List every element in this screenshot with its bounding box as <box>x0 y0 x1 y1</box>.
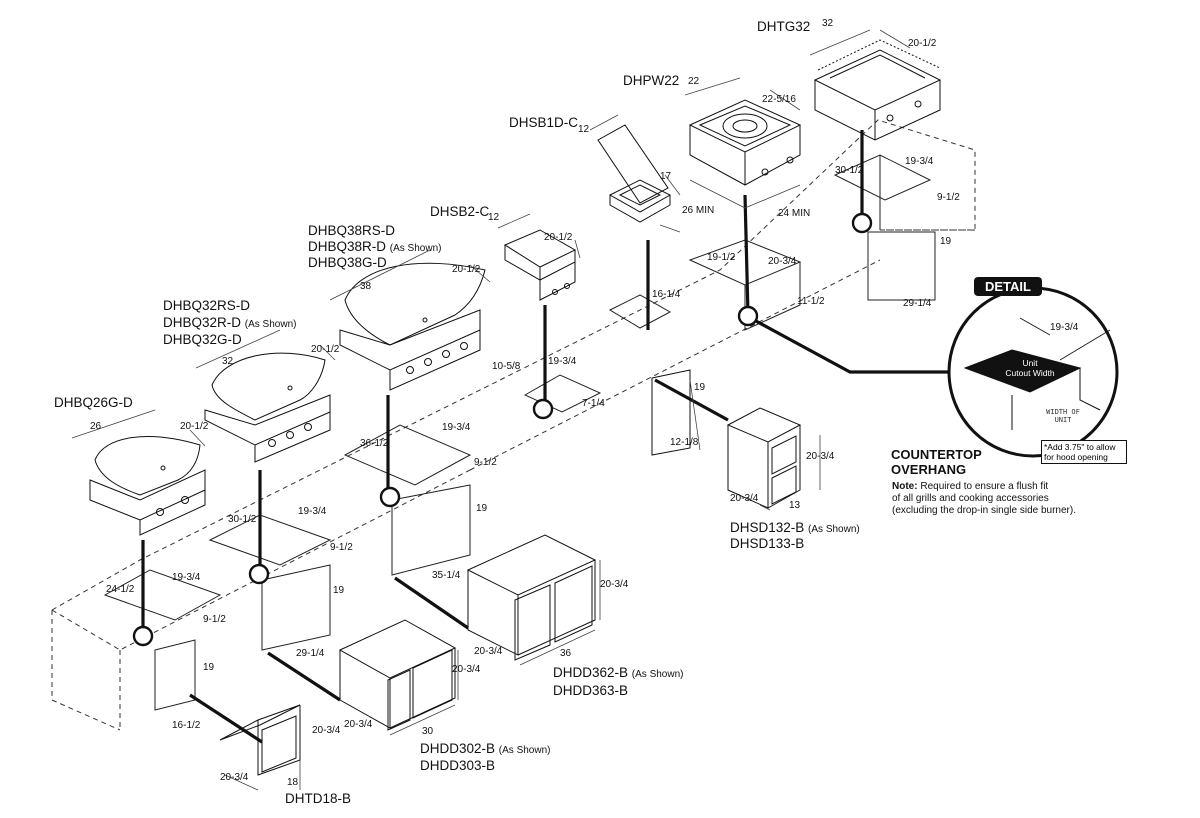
dim-label: 13 <box>789 500 801 511</box>
dim-label: 19 <box>940 236 952 247</box>
dim-label: 19 <box>476 503 488 514</box>
dim-label: 7-1/4 <box>582 398 605 409</box>
dim-label: 20-3/4 <box>312 725 341 736</box>
dim-label: 19-1/2 <box>707 252 736 263</box>
dim-label: 9-1/2 <box>203 614 226 625</box>
dim-label: 36-1/2 <box>360 438 389 449</box>
dim-label: 20-1/2 <box>311 344 340 355</box>
dim-label: 20-3/4 <box>730 493 759 504</box>
dim-label: 19-3/4 <box>442 422 471 433</box>
dim-label: 29-1/4 <box>903 298 932 309</box>
dim-label: 12 <box>578 124 590 135</box>
model-label-dhsb1d: DHSB1D-C <box>509 115 579 130</box>
model-label-dhbq38g: DHBQ38G-D <box>308 255 387 270</box>
dim-label: 38 <box>360 281 372 292</box>
dim-label: 32 <box>222 356 234 367</box>
dim-label: 11-1/2 <box>797 296 825 307</box>
dim-label: 20-3/4 <box>344 719 373 730</box>
model-label-dhdd363: DHDD363-B <box>553 683 629 698</box>
dim-label: 29-1/4 <box>296 648 325 659</box>
dim-label: 35-1/4 <box>432 570 461 581</box>
model-label-dhbq26g: DHBQ26G-D <box>54 395 133 410</box>
dim-label: 19-3/4 <box>172 572 201 583</box>
model-label-dhbq38r: DHBQ38R-D (As Shown) <box>308 239 442 254</box>
dim-label: 10-5/8 <box>492 361 521 372</box>
dim-label: 17 <box>660 171 672 182</box>
dim-label: 24 MIN <box>778 208 811 219</box>
dim-label: 16-1/2 <box>172 720 201 731</box>
model-label-dhbq32rs: DHBQ32RS-D <box>163 298 251 313</box>
dim-label: 19-3/4 <box>548 356 577 367</box>
trash-drawer-dhtd18 <box>219 704 301 776</box>
dimension-lines <box>71 29 911 791</box>
dim-label: 30-1/2 <box>228 514 257 525</box>
dim-label: 19 <box>694 382 706 393</box>
connector-lines <box>141 130 950 744</box>
dim-label: 20-3/4 <box>768 256 797 267</box>
door-drawer-dhdd302 <box>338 619 457 731</box>
dim-label: 26 <box>90 421 102 432</box>
dim-label: 19 <box>333 585 345 596</box>
dim-label: 19-3/4 <box>1050 322 1079 333</box>
dim-label: 20-1/2 <box>908 38 937 49</box>
overhang-note: Note: Required to ensure a flush fit of … <box>892 481 1076 516</box>
grill-dhbq38 <box>339 262 486 391</box>
detail-tag: DETAIL <box>974 277 1042 296</box>
power-burner-dhpw22 <box>688 99 802 186</box>
dim-label: 22 <box>688 76 700 87</box>
side-burner-dhsb2 <box>503 229 577 301</box>
grill-dhbq32 <box>204 352 331 463</box>
grill-dhbq26 <box>89 436 206 536</box>
dim-label: 20-3/4 <box>220 772 249 783</box>
side-burner-dhsb1d <box>597 124 672 223</box>
model-label-dhdd303: DHDD303-B <box>420 758 496 773</box>
griddle-dhtg32 <box>813 39 942 141</box>
dim-label: 20-1/2 <box>452 264 481 275</box>
dim-label: 20-3/4 <box>600 579 629 590</box>
model-label-dhtg32: DHTG32 <box>757 19 811 34</box>
dim-label: 26 MIN <box>682 205 715 216</box>
dim-label: 20-1/2 <box>544 232 573 243</box>
dim-label: 22-5/16 <box>762 94 796 105</box>
dim-label: 19 <box>203 662 215 673</box>
model-label-dhpw22: DHPW22 <box>623 73 680 88</box>
dim-label: 9-1/2 <box>474 457 497 468</box>
dim-label: 19-3/4 <box>298 506 327 517</box>
dim-label: 36 <box>560 648 572 659</box>
dim-label: 12 <box>488 212 500 223</box>
dim-label: 32 <box>822 18 834 29</box>
dim-label: 30-1/2 <box>835 165 864 176</box>
dim-label: 16-1/4 <box>652 289 681 300</box>
model-label-dhsb2: DHSB2-C <box>430 204 490 219</box>
dim-label: 9-1/2 <box>330 542 353 553</box>
dim-label: 12-1/8 <box>670 437 699 448</box>
model-label-dhbq38rs: DHBQ38RS-D <box>308 223 396 238</box>
dim-label: 18 <box>287 777 299 788</box>
island-outline <box>51 119 976 731</box>
model-label-dhdd362: DHDD362-B (As Shown) <box>553 665 684 680</box>
dim-label: 19-3/4 <box>905 156 934 167</box>
model-label-dhbq32g: DHBQ32G-D <box>163 332 242 347</box>
dim-label: 30 <box>422 726 434 737</box>
dim-label: 9-1/2 <box>937 192 960 203</box>
dim-label: 20-1/2 <box>180 421 209 432</box>
dim-label: 24-1/2 <box>106 584 135 595</box>
dim-label: 20-3/4 <box>474 646 503 657</box>
door-drawer-dhdd362 <box>466 534 597 661</box>
dim-label: 20-3/4 <box>806 451 835 462</box>
model-label-dhbq32r: DHBQ32R-D (As Shown) <box>163 315 297 330</box>
model-label-dhtd18: DHTD18-B <box>285 791 352 806</box>
hood-opening-callout: *Add 3.75" to allow for hood opening <box>1041 440 1127 464</box>
dim-label: 20-3/4 <box>452 664 481 675</box>
storage-drawer-dhsd132 <box>651 369 802 509</box>
model-label-dhdd302: DHDD302-B (As Shown) <box>420 741 551 756</box>
model-label-dhsd132: DHSD132-B (As Shown) <box>730 520 860 535</box>
model-label-dhsd133: DHSD133-B <box>730 536 805 551</box>
connector-circles <box>132 212 873 647</box>
cutouts <box>103 154 936 711</box>
